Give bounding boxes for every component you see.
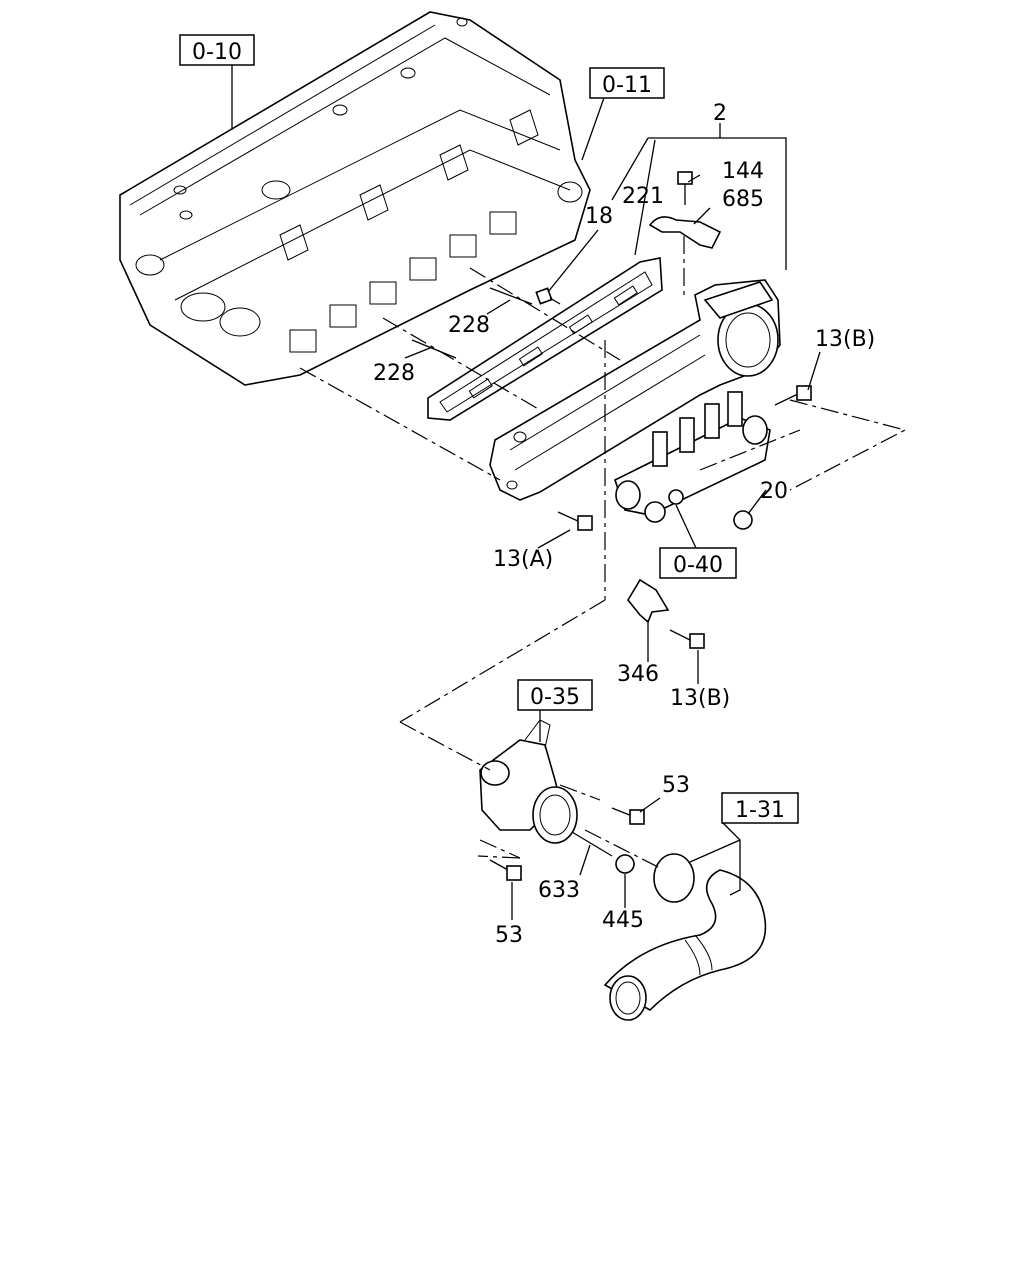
ref-label-0-40: 0-40 xyxy=(673,553,723,578)
ref-label-0-35: 0-35 xyxy=(530,685,580,710)
part-label-144: 144 xyxy=(722,159,764,184)
part-label-221: 221 xyxy=(622,184,664,209)
part-label-53-upper: 53 xyxy=(662,773,690,798)
part-label-633: 633 xyxy=(538,878,580,903)
part-label-13b-upper: 13(B) xyxy=(815,327,875,352)
hose-clamp xyxy=(653,853,695,903)
leader-lines xyxy=(231,65,821,920)
bolt-13a xyxy=(557,511,593,531)
bolt-18 xyxy=(535,287,561,305)
bolt-53-upper xyxy=(611,807,645,825)
nut-445 xyxy=(615,854,635,874)
ref-box-0-11: 0-11 xyxy=(589,67,665,99)
part-label-18: 18 xyxy=(585,204,613,229)
part-label-685: 685 xyxy=(722,187,764,212)
bolt-144 xyxy=(677,171,693,205)
bolt-13b-lower xyxy=(669,629,705,649)
part-label-445: 445 xyxy=(602,908,644,933)
part-label-20: 20 xyxy=(760,479,788,504)
stud-228-lower xyxy=(411,339,457,359)
cylinder-head xyxy=(119,11,591,386)
throttle-valve xyxy=(479,719,578,844)
stud-633 xyxy=(571,831,613,857)
part-label-346: 346 xyxy=(617,662,659,687)
ref-box-0-40: 0-40 xyxy=(659,547,737,579)
injector-rail xyxy=(614,391,771,523)
ref-box-1-31: 1-31 xyxy=(721,792,799,824)
part-label-13b-lower: 13(B) xyxy=(670,686,730,711)
nut-20 xyxy=(733,510,753,530)
bolt-13b-upper xyxy=(774,385,812,406)
clip-685 xyxy=(648,216,722,249)
centerlines xyxy=(299,236,907,869)
part-label-13a: 13(A) xyxy=(493,547,553,572)
clamp-346 xyxy=(627,578,670,624)
part-label-228-lower: 228 xyxy=(373,361,415,386)
ref-label-1-31: 1-31 xyxy=(735,798,785,823)
bolt-53-lower xyxy=(489,859,522,881)
ref-box-0-10: 0-10 xyxy=(179,34,255,66)
ref-label-0-10: 0-10 xyxy=(192,40,242,65)
intake-hose xyxy=(603,869,767,1021)
part-label-228-upper: 228 xyxy=(448,313,490,338)
ref-box-0-35: 0-35 xyxy=(517,679,593,711)
part-label-53-lower: 53 xyxy=(495,923,523,948)
intake-manifold xyxy=(489,279,781,501)
intake-gasket xyxy=(427,257,663,421)
ref-label-0-11: 0-11 xyxy=(602,73,652,98)
part-label-2: 2 xyxy=(713,101,727,126)
